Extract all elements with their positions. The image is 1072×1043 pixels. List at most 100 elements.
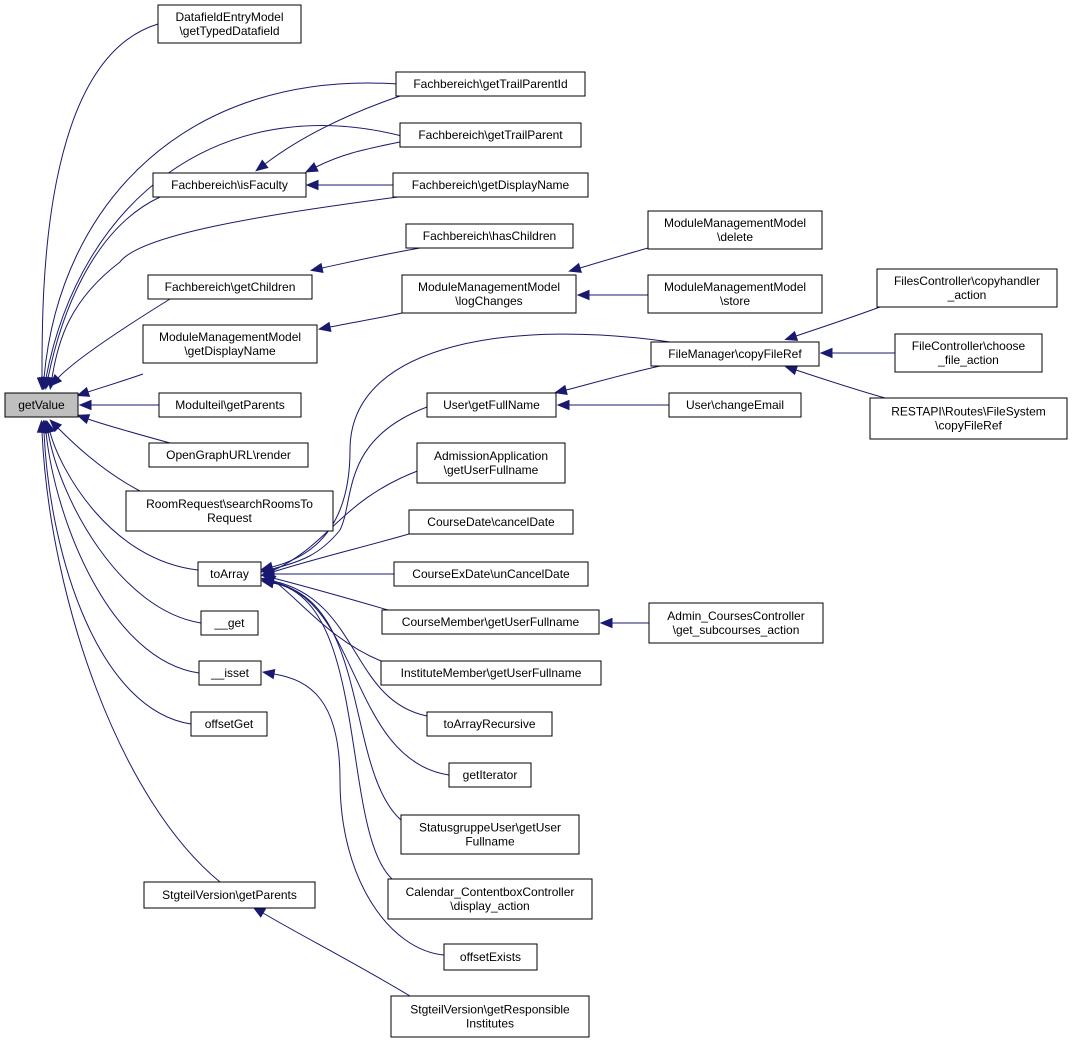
node-label: Institutes — [466, 1017, 514, 1031]
node-fileMgrCopy[interactable]: FileManager\copyFileRef — [650, 341, 820, 367]
node-label: toArrayRecursive — [443, 717, 535, 731]
node-label: __get — [213, 616, 245, 630]
nodes: getValue DatafieldEntryModel\getTypedData… — [4, 4, 1068, 1038]
node-calendarCtrl[interactable]: Calendar_ContentboxController\display_ac… — [387, 878, 593, 920]
node-box — [668, 392, 802, 418]
edge-line — [273, 673, 445, 956]
node-fachDisplayName[interactable]: Fachbereich\getDisplayName — [392, 172, 589, 198]
edge-line — [87, 418, 171, 444]
node-box — [125, 490, 334, 532]
node-box — [200, 610, 259, 636]
edge-arrowhead — [261, 668, 276, 680]
node-box — [647, 274, 823, 314]
node-label: CourseDate\cancelDate — [427, 515, 555, 529]
node-userChangeEmail[interactable]: User\changeEmail — [668, 392, 802, 418]
node-box — [401, 274, 577, 314]
edge-arrowhead — [317, 321, 332, 333]
node-mmmStore[interactable]: ModuleManagementModel\store — [647, 274, 823, 314]
node-statusgruppe[interactable]: StatusgruppeUser\getUserFullname — [400, 814, 580, 855]
node-box — [426, 392, 557, 418]
node-getValue[interactable]: getValue — [4, 392, 79, 418]
edge-line — [87, 373, 144, 393]
node-label: User\getFullName — [443, 398, 540, 412]
node-box — [147, 274, 313, 300]
node-userFullName[interactable]: User\getFullName — [426, 392, 557, 418]
edge-line — [47, 431, 202, 624]
node-label: InstituteMember\getUserFullname — [401, 666, 582, 680]
node-fachIsFaculty[interactable]: Fachbereich\isFaculty — [152, 172, 307, 198]
edge-fileCtrlChoose-to-fileMgrCopy — [819, 347, 895, 359]
node-mmmLogChanges[interactable]: ModuleManagementModel\logChanges — [401, 274, 577, 314]
node-stgteilParents[interactable]: StgteilVersion\getParents — [143, 881, 316, 909]
node-box — [381, 609, 600, 635]
node-adminCourses[interactable]: Admin_CoursesController\get_subcourses_a… — [648, 602, 824, 644]
node-fileCtrlChoose[interactable]: FileController\choose_file_action — [894, 333, 1043, 373]
node-toArrayRecursive[interactable]: toArrayRecursive — [426, 711, 553, 737]
node-toArray[interactable]: toArray — [197, 561, 262, 587]
node-label: FilesController\copyhandler — [894, 274, 1040, 288]
node-filesCopyhandler[interactable]: FilesController\copyhandler_action — [876, 268, 1058, 308]
node-isset[interactable]: __isset — [198, 660, 262, 686]
node-label: ModuleManagementModel — [159, 330, 301, 344]
node-get[interactable]: __get — [200, 610, 259, 636]
node-box — [405, 223, 574, 249]
node-offsetExists[interactable]: offsetExists — [443, 943, 538, 971]
node-box — [143, 881, 316, 909]
edge-adminCourses-to-courseMember — [599, 617, 649, 629]
node-fachGetChildren[interactable]: Fachbereich\getChildren — [147, 274, 313, 300]
node-modulteilParents[interactable]: Modulteil\getParents — [158, 392, 302, 418]
node-label: OpenGraphURL\render — [166, 448, 291, 462]
edge-arrowhead — [784, 365, 799, 376]
node-label: RoomRequest\searchRoomsTo — [146, 497, 313, 511]
node-label: Fullname — [465, 835, 515, 849]
node-box — [648, 602, 824, 644]
edge-mmmLogChanges-to-mmmDisplayName — [317, 312, 403, 333]
node-label: \display_action — [450, 899, 529, 913]
edge-line — [43, 82, 399, 379]
node-instituteMember[interactable]: InstituteMember\getUserFullname — [380, 660, 602, 686]
edge-arrowhead — [784, 330, 799, 341]
edge-arrowhead — [255, 159, 269, 172]
node-offsetGet[interactable]: offsetGet — [190, 711, 268, 737]
edge-fachGetChildren-to-getValue — [49, 298, 171, 387]
node-courseExDate[interactable]: CourseExDate\unCancelDate — [393, 561, 589, 587]
edge-arrowhead — [76, 386, 91, 397]
node-fachHasChildren[interactable]: Fachbereich\hasChildren — [405, 223, 574, 249]
edge-arrowhead — [252, 906, 267, 918]
edge-arrowhead — [260, 577, 275, 589]
edge-userChangeEmail-to-userFullName — [556, 399, 669, 411]
node-box — [443, 943, 538, 971]
node-admissionApp[interactable]: AdmissionApplication\getUserFullname — [416, 442, 566, 484]
node-label: Admin_CoursesController — [667, 609, 804, 623]
node-label: ModuleManagementModel — [664, 216, 806, 230]
node-box — [448, 762, 532, 788]
node-mmmDisplayName[interactable]: ModuleManagementModel\getDisplayName — [142, 324, 318, 364]
node-courseDateCancel[interactable]: CourseDate\cancelDate — [408, 509, 574, 535]
node-datafieldEntry[interactable]: DatafieldEntryModel\getTypedDatafield — [157, 4, 302, 44]
edge-offsetExists-to-isset — [261, 668, 445, 956]
node-box — [894, 333, 1043, 373]
node-fachTrailParent[interactable]: Fachbereich\getTrailParent — [399, 122, 582, 148]
node-getIterator[interactable]: getIterator — [448, 762, 532, 788]
node-box — [647, 210, 823, 250]
node-fachTrailParentId[interactable]: Fachbereich\getTrailParentId — [395, 71, 586, 97]
node-ogRender[interactable]: OpenGraphURL\render — [148, 442, 309, 468]
node-restapiCopy[interactable]: RESTAPI\Routes\FileSystem\copyFileRef — [869, 397, 1068, 440]
edge-arrowhead — [309, 262, 324, 274]
node-box — [190, 711, 268, 737]
edge-fachTrailParentId-to-fachIsFaculty — [255, 95, 401, 172]
edge-fachDisplayName-to-fachIsFaculty — [305, 179, 393, 191]
node-label: Fachbereich\hasChildren — [423, 229, 556, 243]
edge-courseMember-to-toArray — [261, 573, 389, 611]
node-mmmDelete[interactable]: ModuleManagementModel\delete — [647, 210, 823, 250]
node-courseMember[interactable]: CourseMember\getUserFullname — [381, 609, 600, 635]
edge-line — [262, 912, 411, 997]
edge-filesCopyhandler-to-fileMgrCopy — [784, 306, 881, 341]
node-label: \store — [720, 294, 750, 308]
edge-arrowhead — [49, 374, 63, 387]
node-box — [198, 660, 262, 686]
edge-userFullName-to-toArray — [260, 406, 428, 574]
